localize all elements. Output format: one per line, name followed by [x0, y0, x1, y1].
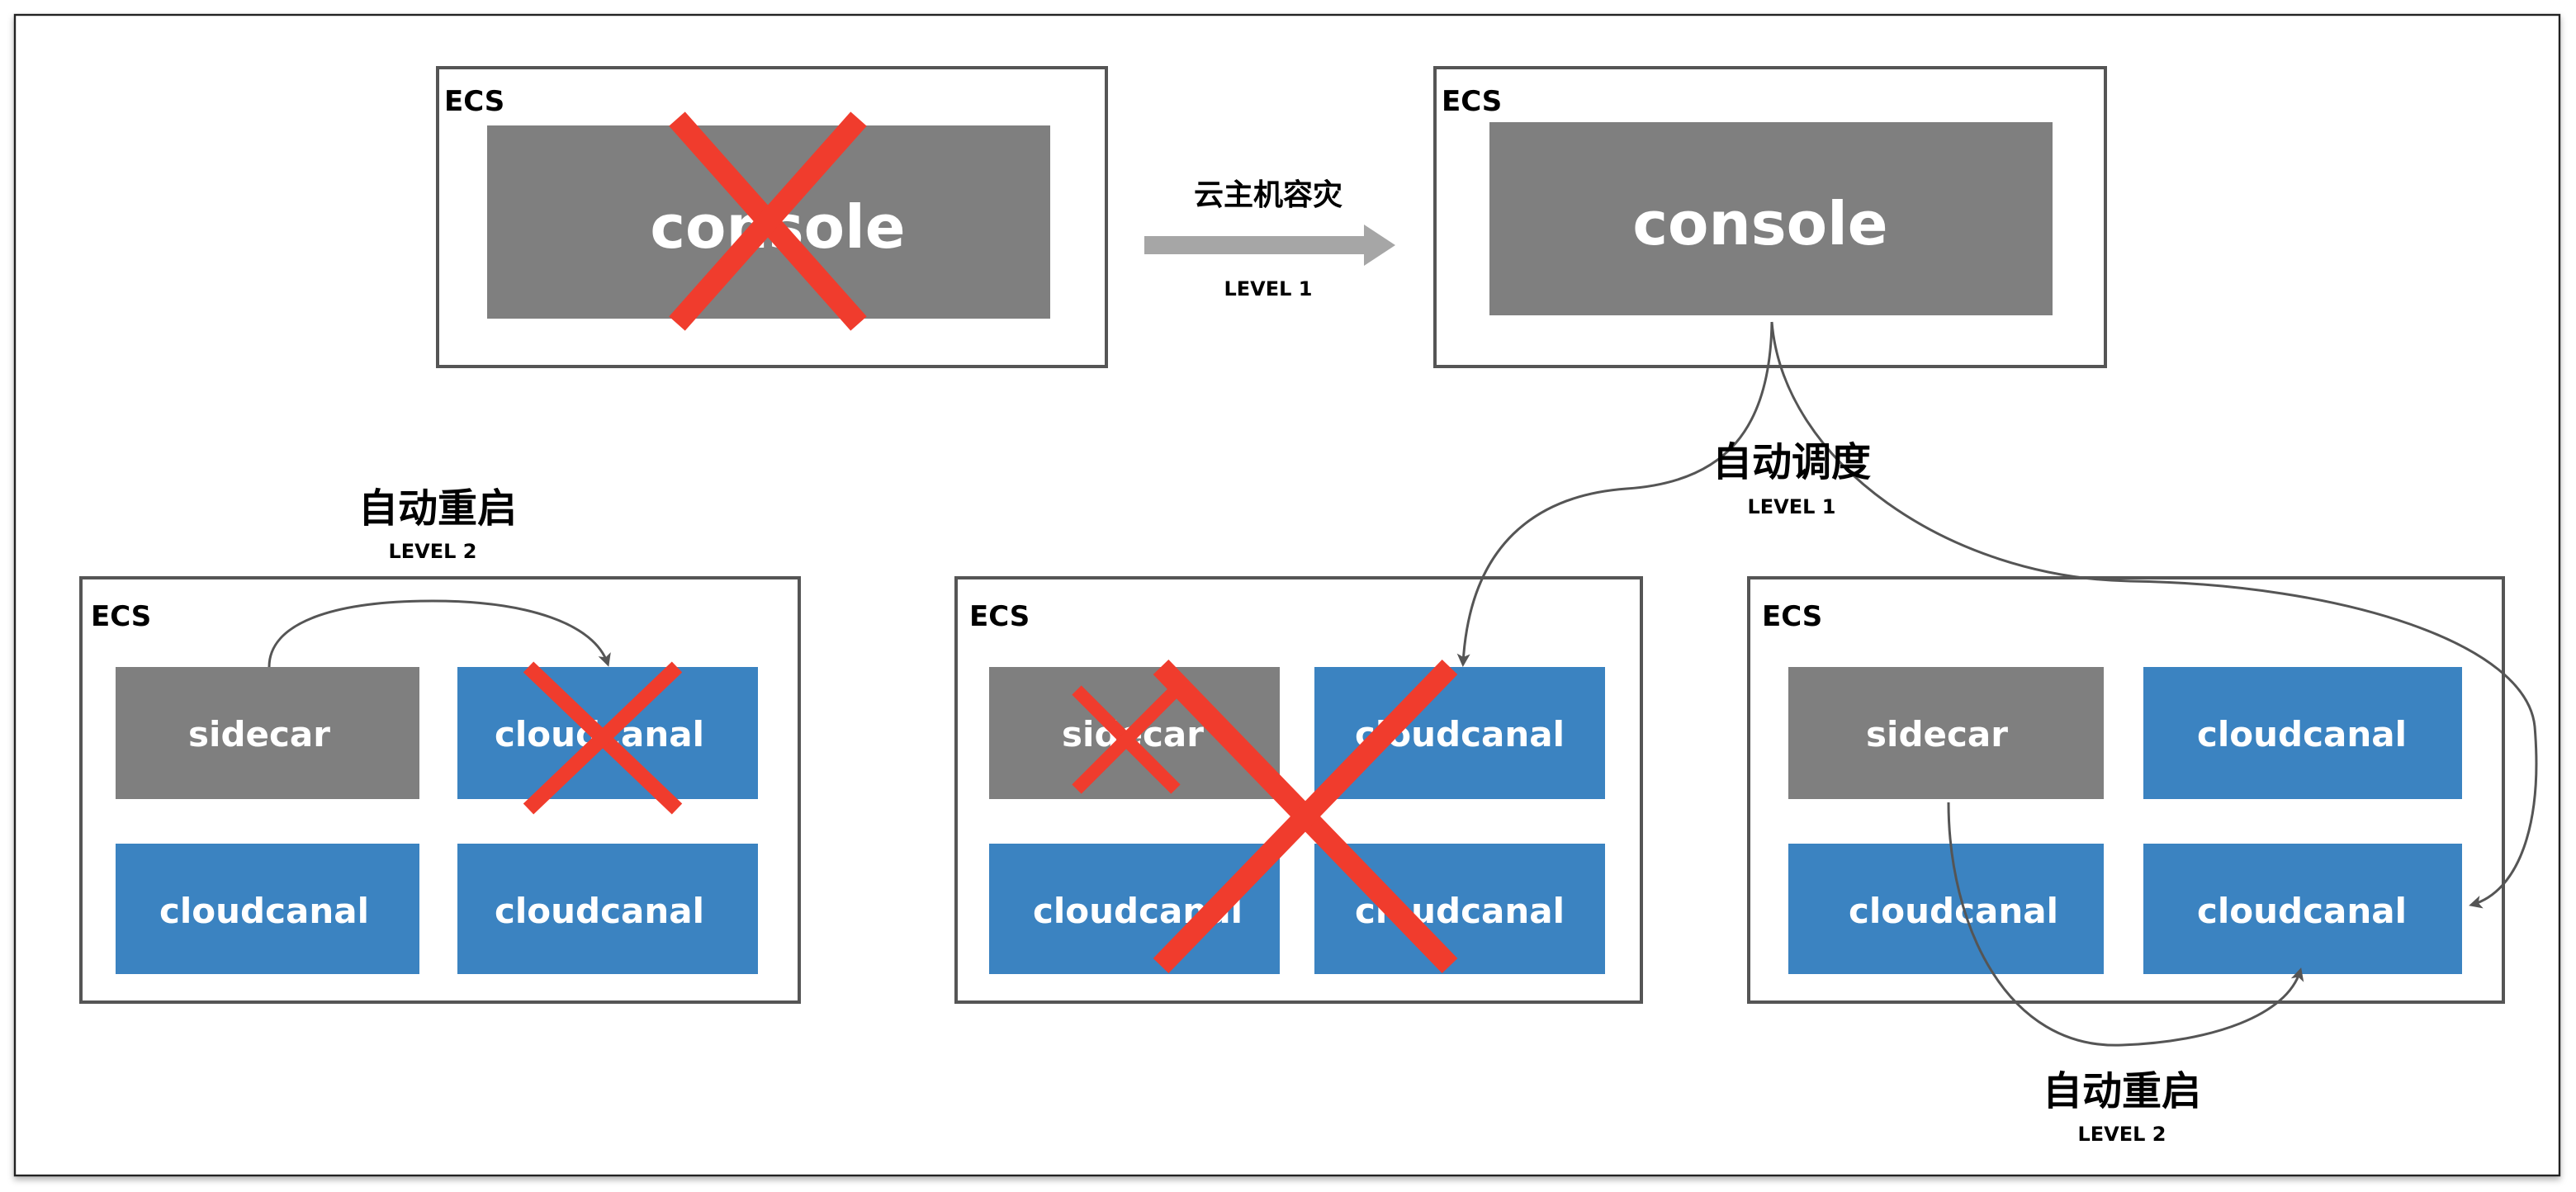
failure-x-icon [669, 111, 867, 331]
failover-arrow [1144, 225, 1395, 266]
cloudcanal-node [2143, 667, 2462, 799]
node-label: cloudcanal [159, 891, 369, 931]
cloudcanal-node [116, 844, 419, 974]
cloudcanal-node [457, 844, 758, 974]
schedule-title: 自动调度 [1712, 439, 1871, 485]
ecs-bottom-middle: ECS sidecar cloudcanal cloudcanal cloudc… [954, 576, 1643, 1004]
node-label: cloudcanal [2197, 714, 2407, 754]
sidecar-node [1788, 667, 2104, 799]
ecs-label: ECS [1442, 85, 1502, 118]
cloudcanal-node [989, 844, 1280, 974]
ecs-label: ECS [444, 85, 504, 118]
failover-title: 云主机容灾 [1194, 178, 1342, 212]
failover-level: LEVEL 1 [1224, 277, 1312, 300]
ecs-label: ECS [1762, 600, 1822, 633]
restart-level-left: LEVEL 2 [388, 540, 476, 563]
node-label: sidecar [1866, 714, 2008, 754]
restart-title-right: 自动重启 [2043, 1068, 2201, 1114]
ecs-label: ECS [91, 600, 151, 633]
restart-arrow-left [268, 599, 611, 668]
console-node [1489, 122, 2053, 315]
schedule-arrow-right [1770, 321, 2538, 909]
schedule-level: LEVEL 1 [1747, 495, 1835, 518]
failure-x-icon [523, 661, 683, 815]
ecs-top-right: ECS console [1433, 66, 2107, 368]
failure-x-icon [1072, 685, 1181, 794]
ecs-label: ECS [969, 600, 1030, 633]
ecs-top-left: ECS console [436, 66, 1108, 368]
sidecar-node [116, 667, 419, 799]
schedule-arrow-middle [1456, 321, 1773, 667]
ecs-bottom-left: ECS sidecar cloudcanal cloudcanal cloudc… [79, 576, 801, 1004]
cloudcanal-node [2143, 844, 2462, 974]
node-label: cloudcanal [2197, 891, 2407, 931]
console-label: console [1632, 189, 1887, 258]
restart-level-right: LEVEL 2 [2077, 1123, 2166, 1146]
cloudcanal-node [1314, 667, 1605, 799]
failure-x-icon [1153, 659, 1458, 974]
cloudcanal-node [1788, 844, 2104, 974]
node-label: cloudcanal [1849, 891, 2058, 931]
restart-title-left: 自动重启 [358, 485, 517, 532]
node-label: sidecar [188, 714, 330, 754]
node-label: cloudcanal [495, 891, 704, 931]
ecs-bottom-right: ECS sidecar cloudcanal cloudcanal cloudc… [1747, 576, 2505, 1004]
restart-arrow-right [1947, 802, 2304, 1047]
